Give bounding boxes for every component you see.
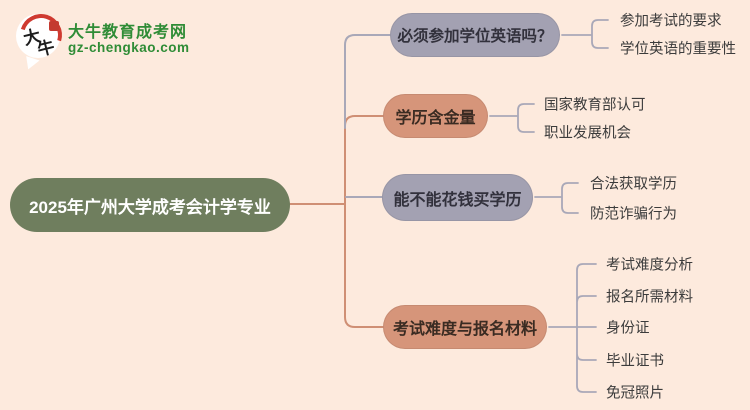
connector-branch-credential-value bbox=[344, 115, 384, 205]
branch-node-exam-materials: 考试难度与报名材料 bbox=[383, 305, 547, 349]
leaf-label: 考试难度分析 bbox=[606, 257, 693, 274]
leaf-label: 免冠照片 bbox=[606, 385, 664, 402]
connector-branch-degree-english bbox=[344, 34, 391, 129]
site-logo: 大 牛 大牛教育成考网 gz-chengkao.com bbox=[12, 6, 234, 72]
bracket-degree-english bbox=[561, 19, 609, 49]
leaf-label: 参加考试的要求 bbox=[620, 13, 722, 30]
bracket-exam-materials bbox=[548, 263, 597, 393]
branch-node-credential-value: 学历含金量 bbox=[383, 94, 488, 138]
leaf-label: 报名所需材料 bbox=[606, 289, 693, 306]
branch-node-degree-english: 必须参加学位英语吗？ bbox=[390, 13, 560, 57]
logo-site-domain: gz-chengkao.com bbox=[68, 40, 190, 55]
root-node: 2025年广州大学成考会计学专业 bbox=[10, 178, 290, 232]
leaf-label: 防范诈骗行为 bbox=[590, 206, 677, 223]
leaf-label: 国家教育部认可 bbox=[544, 97, 646, 114]
leaf-label: 职业发展机会 bbox=[544, 125, 631, 142]
branch-node-buy-diploma: 能不能花钱买学历 bbox=[382, 174, 533, 221]
leaf-label: 身份证 bbox=[606, 320, 650, 337]
leaf-label: 学位英语的重要性 bbox=[620, 41, 736, 58]
bracket-buy-diploma bbox=[534, 182, 579, 214]
connector-branch-exam-materials bbox=[344, 203, 384, 328]
leaf-label: 合法获取学历 bbox=[590, 176, 677, 193]
bracket-credential-value bbox=[489, 103, 535, 133]
logo-red-seal-icon bbox=[49, 21, 59, 31]
leaf-label: 毕业证书 bbox=[606, 353, 664, 370]
logo-speech-bubble-icon: 大 牛 bbox=[12, 6, 70, 72]
logo-site-name: 大牛教育成考网 bbox=[68, 24, 188, 41]
